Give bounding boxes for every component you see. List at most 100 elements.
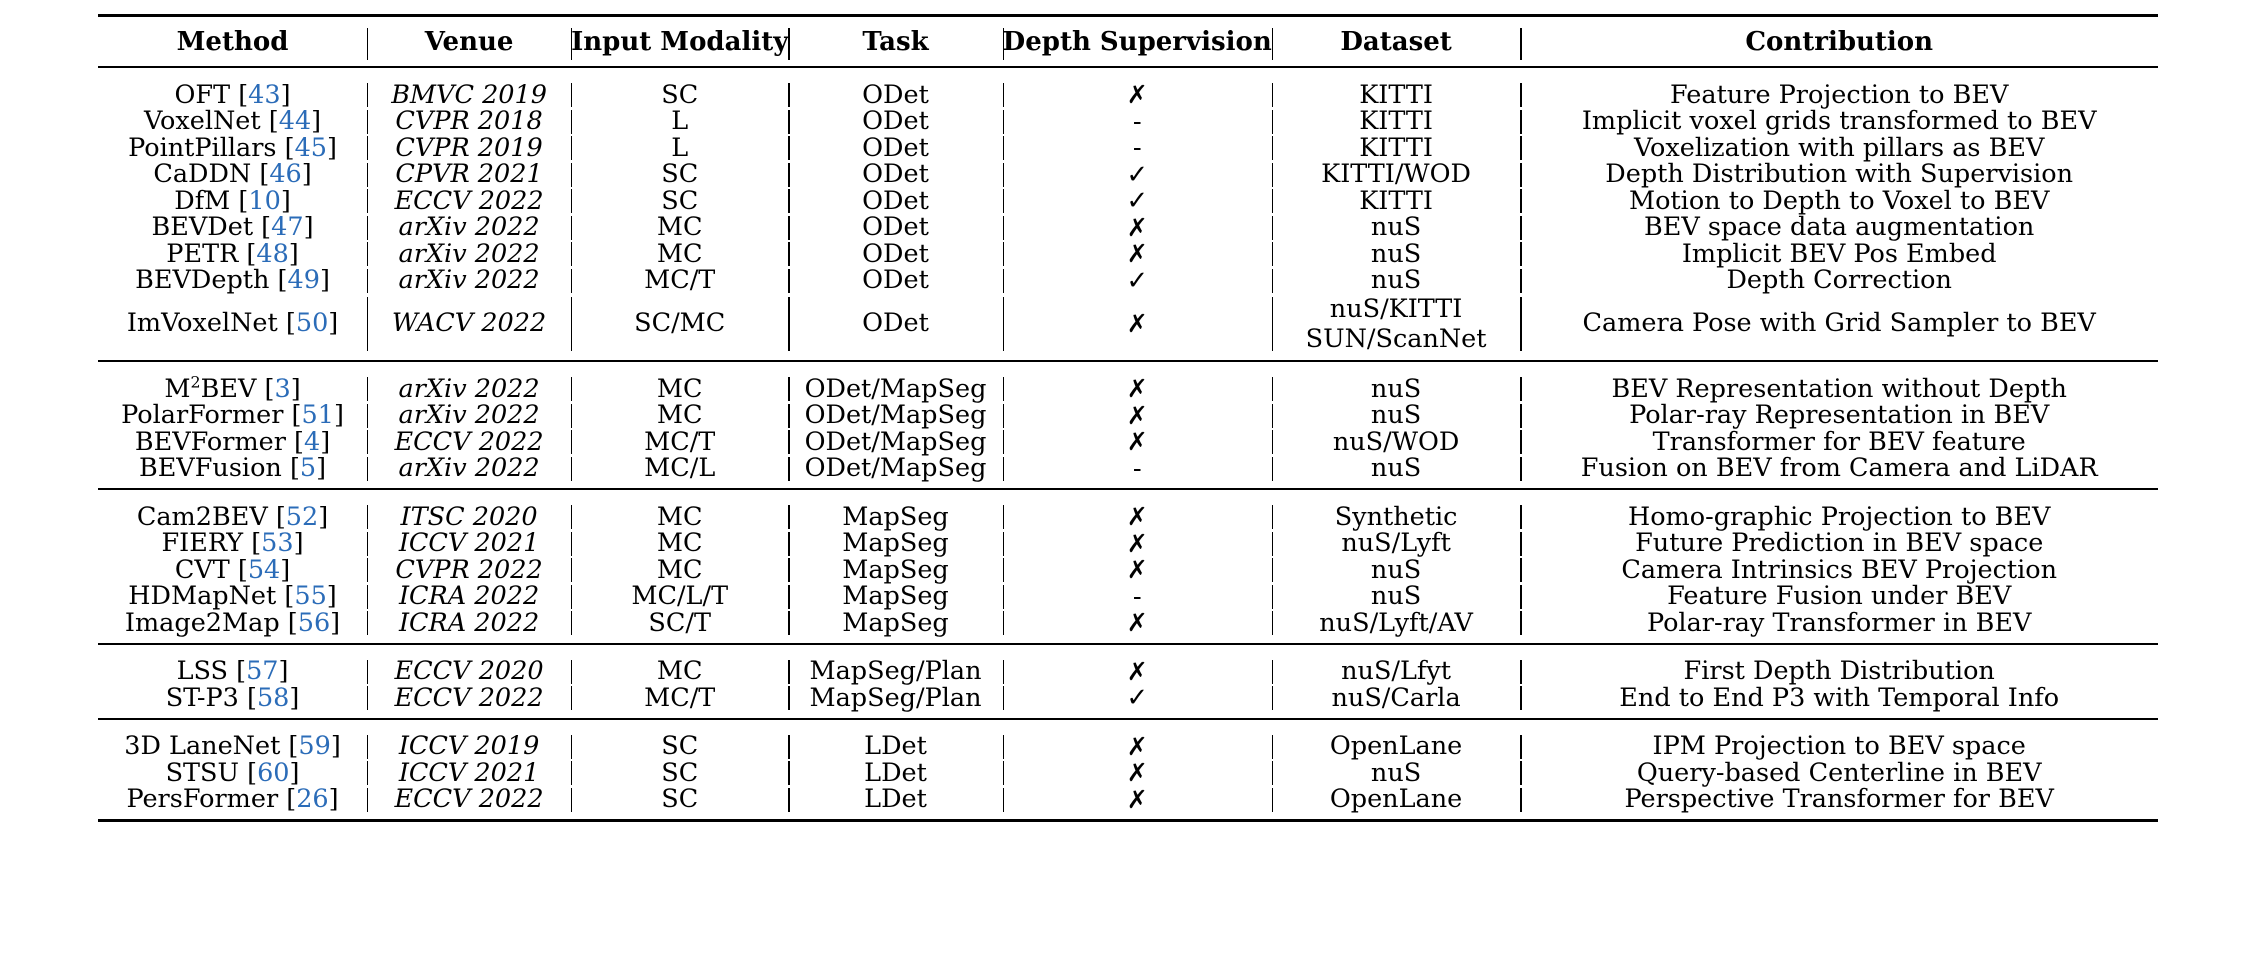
cell-depth-supervision: ✗ bbox=[1002, 557, 1272, 584]
cell-task: ODet bbox=[788, 267, 1002, 295]
depth-supervision-no-icon: ✗ bbox=[1126, 400, 1148, 430]
cell-input-modality: MC/L bbox=[571, 456, 788, 483]
method-name: FIERY bbox=[161, 528, 244, 559]
cell-input-modality: MC bbox=[571, 557, 788, 584]
cell-method: ImVoxelNet [50] bbox=[126, 308, 339, 339]
cell-task: MapSeg bbox=[788, 584, 1002, 611]
citation-link[interactable]: 26 bbox=[296, 784, 329, 815]
cell-venue: CVPR 2022 bbox=[367, 557, 571, 584]
cell-contribution: Feature Fusion under BEV bbox=[1520, 584, 2158, 611]
cell-contribution: Homo-graphic Projection to BEV bbox=[1520, 504, 2158, 531]
cell-depth-supervision: ✗ bbox=[1002, 376, 1272, 403]
column-header-venue: Venue bbox=[367, 22, 571, 67]
cell-input-modality: SC/T bbox=[571, 610, 788, 637]
cell-task: MapSeg bbox=[788, 531, 1002, 558]
citation-link[interactable]: 4 bbox=[304, 426, 321, 457]
cell-task: LDet bbox=[788, 734, 1002, 761]
cell-venue: arXiv 2022 bbox=[367, 456, 571, 483]
cell-method: BEVDepth [49] bbox=[135, 265, 330, 295]
cell-task: ODet bbox=[788, 82, 1002, 109]
citation-link[interactable]: 52 bbox=[285, 501, 319, 532]
citation-link[interactable]: 60 bbox=[257, 757, 290, 788]
cell-input-modality: MC bbox=[571, 403, 788, 430]
citation-link[interactable]: 58 bbox=[256, 682, 290, 713]
method-name: 3D LaneNet bbox=[124, 731, 281, 762]
depth-supervision-yes-icon: ✓ bbox=[1126, 683, 1149, 714]
citation-link[interactable]: 44 bbox=[278, 106, 312, 136]
method-name: PolarFormer bbox=[121, 400, 284, 431]
table-rule bbox=[98, 14, 2158, 22]
citation-link[interactable]: 51 bbox=[301, 400, 334, 431]
cell-task: ODet/MapSeg bbox=[788, 429, 1002, 456]
cell-contribution: Fusion on BEV from Camera and LiDAR bbox=[1520, 456, 2158, 483]
citation-link[interactable]: 54 bbox=[247, 554, 281, 585]
depth-supervision-no-icon: ✗ bbox=[1126, 502, 1148, 532]
citation-link[interactable]: 50 bbox=[295, 308, 329, 339]
cell-dataset: nuS bbox=[1271, 267, 1521, 295]
cell-task: MapSeg bbox=[788, 504, 1002, 531]
cell-depth-supervision: ✗ bbox=[1002, 80, 1272, 109]
cell-dataset: nuS/Lyft bbox=[1271, 531, 1521, 558]
cell-venue: CVPR 2018 bbox=[367, 108, 571, 136]
cell-contribution: BEV space data augmentation bbox=[1520, 214, 2158, 242]
cell-dataset: nuS bbox=[1271, 760, 1521, 787]
depth-supervision-no-icon: ✗ bbox=[1126, 758, 1148, 788]
cell-contribution: Query-based Centerline in BEV bbox=[1520, 760, 2158, 787]
cell-venue: arXiv 2022 bbox=[367, 403, 571, 430]
depth-supervision-na-icon: - bbox=[1132, 581, 1142, 612]
method-name: PETR bbox=[166, 238, 239, 269]
cell-venue: arXiv 2022 bbox=[367, 214, 571, 242]
citation-link[interactable]: 43 bbox=[248, 79, 281, 110]
citation-link[interactable]: 46 bbox=[269, 159, 302, 189]
citation-link[interactable]: 3 bbox=[274, 373, 291, 404]
cell-venue: arXiv 2022 bbox=[367, 376, 571, 403]
cell-input-modality: SC bbox=[571, 734, 788, 761]
citation-link[interactable]: 5 bbox=[299, 453, 317, 484]
citation-link[interactable]: 49 bbox=[287, 265, 320, 295]
citation-link[interactable]: 48 bbox=[256, 238, 289, 269]
cell-method: HDMapNet [55] bbox=[128, 581, 337, 612]
cell-dataset: nuS/Carla bbox=[1271, 685, 1521, 712]
cell-dataset: nuS/WOD bbox=[1271, 429, 1521, 456]
cell-input-modality: MC bbox=[571, 241, 788, 268]
cell-method: PointPillars [45] bbox=[128, 132, 337, 163]
depth-supervision-no-icon: ✗ bbox=[1126, 80, 1148, 109]
cell-input-modality: MC bbox=[571, 659, 788, 686]
cell-contribution: BEV Representation without Depth bbox=[1520, 376, 2158, 403]
citation-link[interactable]: 59 bbox=[298, 731, 331, 762]
column-header-dataset: Dataset bbox=[1271, 22, 1521, 67]
table-rule bbox=[98, 642, 2158, 650]
cell-task: LDet bbox=[788, 787, 1002, 814]
cell-venue: ICCV 2019 bbox=[367, 734, 571, 761]
table-rule bbox=[98, 360, 2158, 368]
method-name: PersFormer bbox=[126, 784, 279, 815]
citation-link[interactable]: 47 bbox=[271, 212, 304, 242]
cell-dataset: nuS/Lyft/AV bbox=[1271, 610, 1521, 637]
cell-dataset: Synthetic bbox=[1271, 504, 1521, 531]
cell-method: CaDDN [46] bbox=[153, 159, 312, 189]
cell-dataset: nuS/Lfyt bbox=[1271, 659, 1521, 686]
citation-link[interactable]: 57 bbox=[246, 656, 279, 687]
cell-task: ODet/MapSeg bbox=[788, 403, 1002, 430]
cell-input-modality: MC bbox=[571, 214, 788, 242]
method-name: HDMapNet bbox=[128, 581, 277, 612]
cell-depth-supervision: ✗ bbox=[1002, 610, 1272, 637]
citation-link[interactable]: 10 bbox=[248, 185, 281, 216]
cell-venue: CPVR 2021 bbox=[367, 161, 571, 189]
citation-link[interactable]: 45 bbox=[294, 132, 328, 163]
cell-contribution: Polar-ray Transformer in BEV bbox=[1520, 610, 2158, 637]
table-spacer bbox=[98, 482, 2158, 489]
cell-contribution: Depth Correction bbox=[1520, 267, 2158, 295]
depth-supervision-no-icon: ✗ bbox=[1126, 784, 1148, 814]
citation-link[interactable]: 55 bbox=[294, 581, 327, 612]
cell-input-modality: L bbox=[571, 135, 788, 162]
cell-dataset: KITTI/WOD bbox=[1271, 161, 1521, 189]
citation-link[interactable]: 53 bbox=[261, 528, 294, 559]
cell-task: ODet/MapSeg bbox=[788, 456, 1002, 483]
column-header-depth-supervision: Depth Supervision bbox=[1002, 22, 1272, 67]
citation-link[interactable]: 56 bbox=[297, 607, 331, 638]
